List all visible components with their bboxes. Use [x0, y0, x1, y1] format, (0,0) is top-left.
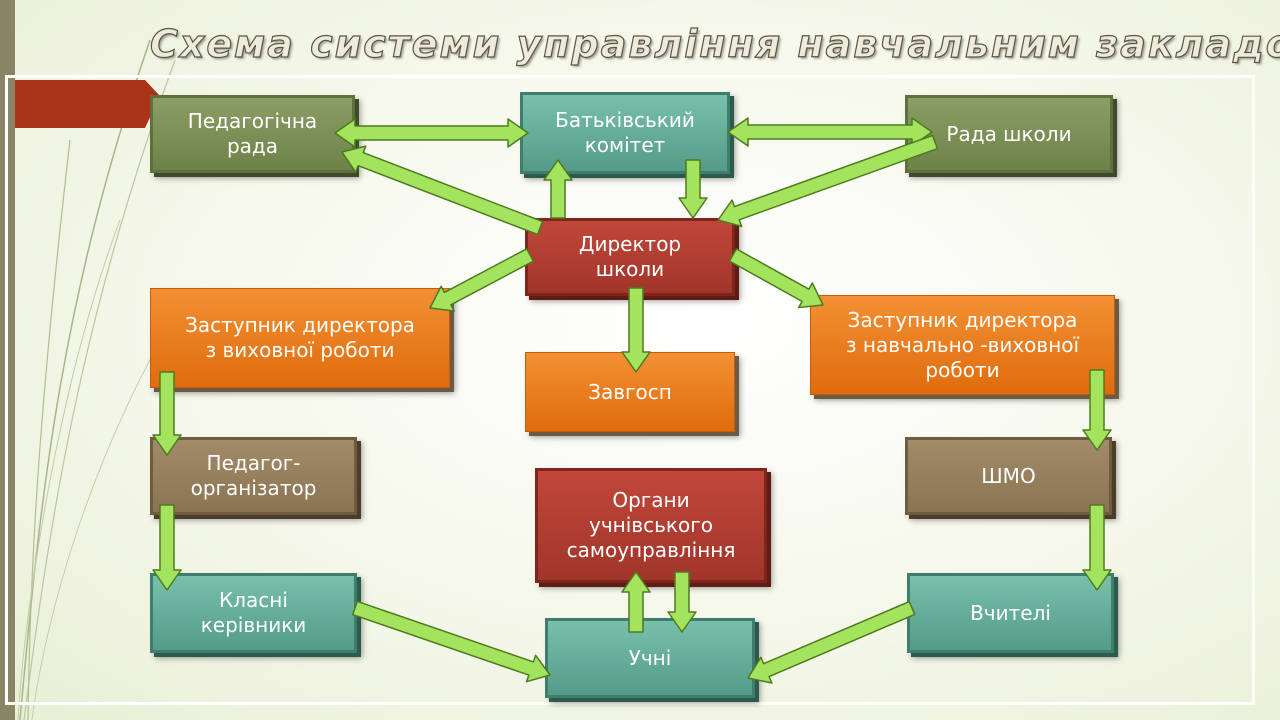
arrow-batkomitet-radashkoly	[727, 117, 933, 147]
arrow-batkomitet-to-director	[678, 159, 708, 219]
arrow-director-to-pedrada	[341, 145, 544, 236]
arrow-zast-navch-to-shmo	[1082, 369, 1112, 451]
arrow-director-to-zast-vykhovna	[429, 248, 535, 312]
node-ped-rada: Педагогічна рада	[150, 95, 355, 173]
arrow-radashkoly-to-director	[717, 134, 939, 228]
arrow-shmo-to-vchyteli	[1082, 504, 1112, 591]
node-ped-org: Педагог- організатор	[150, 437, 357, 515]
arrow-uchni-to-orhany	[621, 571, 651, 633]
arrow-director-to-batkomitet	[543, 159, 573, 219]
arrow-pedrada-batkomitet	[334, 118, 529, 148]
content-frame	[5, 75, 1255, 705]
arrow-vchyteli-to-uchni	[747, 600, 916, 684]
node-vchyteli: Вчителі	[907, 573, 1114, 653]
arrow-klasni-to-uchni	[351, 600, 551, 683]
slide-title: Схема системи управління навчальним закл…	[149, 21, 1280, 66]
red-ribbon-decor	[15, 80, 160, 128]
node-orhany: Органи учнівського самоуправління	[535, 468, 767, 583]
arrow-orhany-to-uchni	[667, 571, 697, 633]
node-zast-vykhovna: Заступник директора з виховної роботи	[150, 288, 450, 388]
node-zast-navch: Заступник директора з навчально -виховно…	[810, 295, 1115, 395]
decor-curves	[17, 39, 191, 720]
node-uchni: Учні	[545, 618, 755, 698]
node-zavhosp: Завгосп	[525, 352, 735, 432]
node-shmo: ШМО	[905, 437, 1112, 515]
node-rada-shkoly: Рада школи	[905, 95, 1113, 173]
node-klasni: Класні керівники	[150, 573, 357, 653]
arrow-pedorg-to-klasni	[152, 504, 182, 591]
arrow-zast-vykhovna-to-pedorg	[152, 371, 182, 456]
arrow-director-to-zavhosp	[621, 287, 651, 373]
node-bat-komitet: Батьківський комітет	[520, 92, 730, 174]
arrow-director-to-zast-navch	[728, 248, 824, 309]
